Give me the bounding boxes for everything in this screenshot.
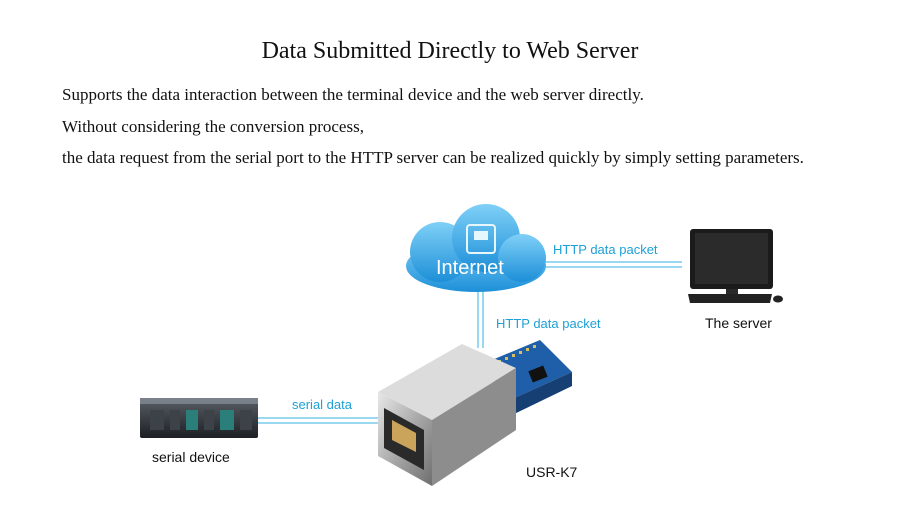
serial-device-icon (140, 398, 258, 438)
server-computer-icon (688, 229, 783, 303)
description-line-3: the data request from the serial port to… (62, 148, 804, 167)
link-cloud-module-label: HTTP data packet (496, 316, 601, 331)
description-line-2: Without considering the conversion proce… (62, 117, 364, 136)
serial-device-label: serial device (152, 449, 230, 465)
link-device-module (258, 417, 382, 424)
internet-cloud-icon (406, 204, 546, 292)
link-cloud-server (540, 261, 682, 268)
page-title: Data Submitted Directly to Web Server (261, 38, 639, 64)
server-label: The server (705, 315, 772, 331)
usr-k7-module-icon (378, 340, 572, 486)
module-label: USR-K7 (526, 464, 578, 480)
link-cloud-server-label: HTTP data packet (553, 242, 658, 257)
link-cloud-module (477, 288, 484, 348)
link-device-module-label: serial data (292, 397, 352, 412)
description-line-1: Supports the data interaction between th… (62, 85, 644, 104)
cloud-label: Internet (436, 257, 504, 279)
